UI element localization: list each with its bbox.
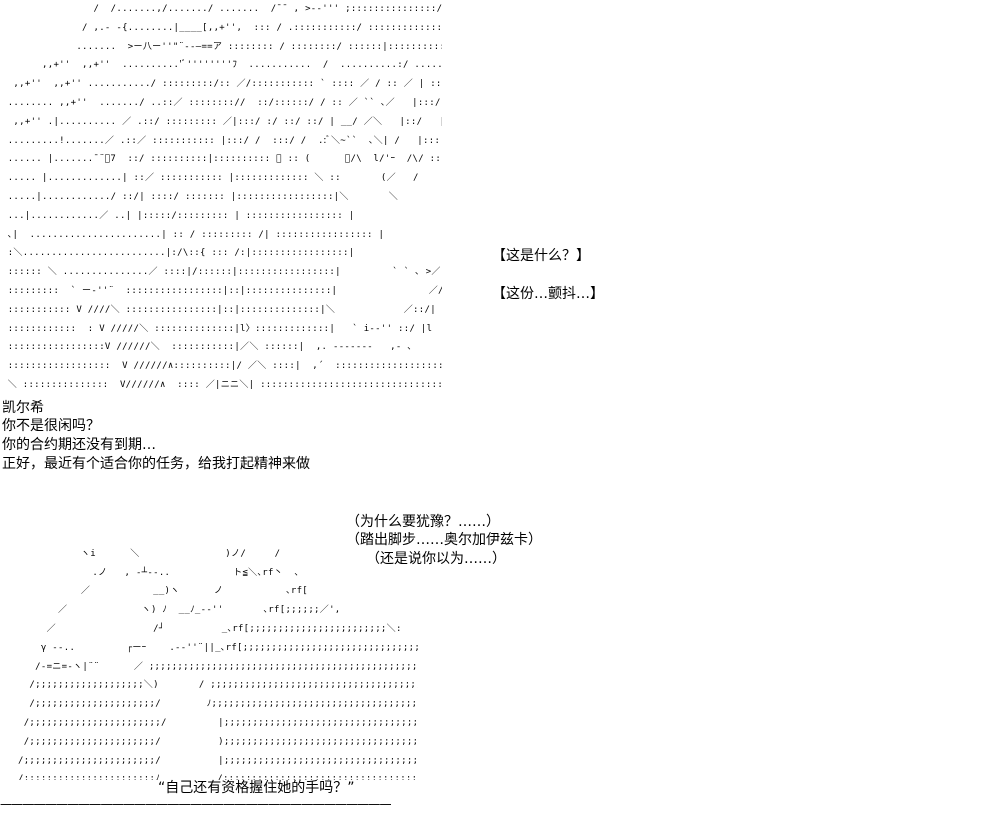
ascii-art-top: / /.......,/......./ ....... /¯¯ , >-‐''… [7,4,442,390]
thought-step-forward: （踏出脚步……奥尔加伊兹卡） [346,532,542,548]
dialogue-line-2: 你的合约期还没有到期… [2,437,156,453]
dialogue-line-3: 正好，最近有个适合你的任务，给我打起精神来做 [2,456,310,472]
ascii-art-bottom: ヽi ＼ )ノ/ / .ノ , ‐┴‐-.. ト≦＼､rf丶 ､ ／ __)ヽ … [18,548,418,780]
speaker-name: 凯尔希 [2,400,44,416]
thought-trembling: 【这份…颤抖…】 [492,286,604,302]
dialogue-line-1: 你不是很闲吗？ [2,418,100,434]
thought-why-hesitate: （为什么要犹豫？……） [346,514,500,530]
thought-what-is-this: 【这是什么？】 [492,248,590,264]
caption-quote: “自己还有资格握住她的手吗？” [158,780,355,796]
divider-line: ——————————————————————————————————— [0,797,392,812]
thought-or-you-think: （还是说你以为……） [366,551,506,567]
